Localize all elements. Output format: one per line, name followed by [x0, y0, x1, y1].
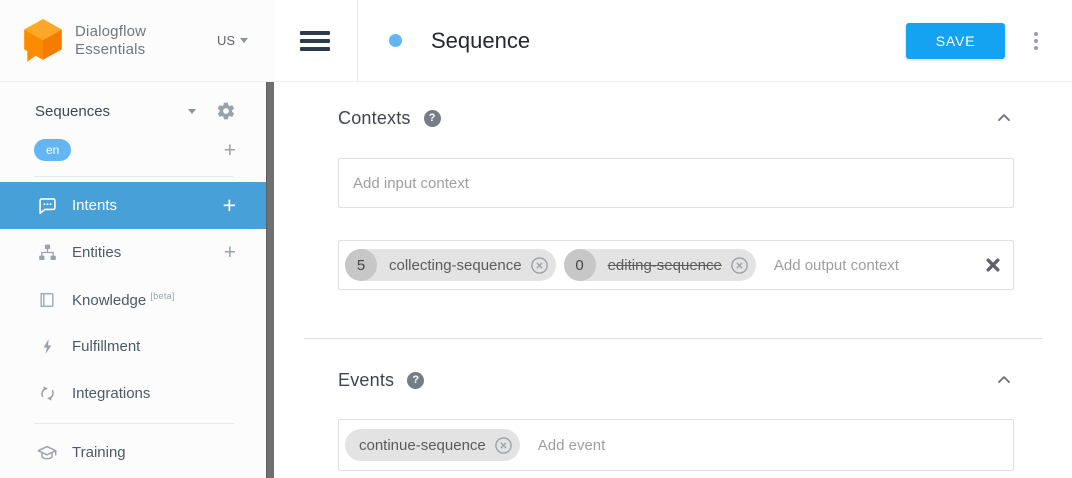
logo-subtitle: Essentials: [75, 40, 146, 58]
entities-tree-icon: [36, 242, 58, 264]
logo-title: Dialogflow: [75, 22, 147, 40]
contexts-section-header: Contexts ?: [338, 105, 1014, 131]
contexts-collapse-icon[interactable]: [994, 108, 1014, 128]
sidebar-item-label: Fulfillment: [72, 338, 141, 355]
region-selector[interactable]: US: [217, 33, 248, 48]
chat-bubble-icon: [36, 195, 58, 217]
event-chip[interactable]: continue-sequence: [345, 429, 520, 461]
sidebar-item-fulfillment[interactable]: Fulfillment: [0, 323, 274, 370]
events-help-icon[interactable]: ?: [407, 371, 425, 389]
agent-caret-down-icon[interactable]: [188, 108, 196, 114]
sidebar-item-entities[interactable]: Entities +: [0, 229, 274, 276]
events-collapse-icon[interactable]: [994, 370, 1014, 390]
intent-editor: Contexts ? 5 collecting-sequence: [274, 82, 1072, 471]
region-label: US: [216, 33, 235, 48]
remove-chip-icon[interactable]: [494, 436, 513, 455]
output-context-box: 5 collecting-sequence 0 editing-sequence: [338, 240, 1014, 290]
sidebar: Dialogflow Essentials US Sequences en: [0, 0, 274, 478]
sidebar-item-label: Entities: [72, 244, 122, 261]
sidebar-body: Sequences en +: [0, 82, 274, 476]
intent-status-dot: [389, 34, 402, 47]
add-event-field[interactable]: [527, 436, 1013, 454]
lightning-bolt-icon: [36, 336, 58, 358]
language-row: en +: [0, 130, 274, 170]
contexts-title: Contexts: [338, 107, 411, 128]
sidebar-item-intents[interactable]: Intents +: [0, 182, 274, 229]
language-badge[interactable]: en: [34, 139, 72, 161]
lifespan-badge[interactable]: 0: [563, 249, 596, 281]
save-button[interactable]: SAVE: [906, 22, 1005, 59]
remove-chip-icon[interactable]: [530, 256, 549, 275]
header-divider: [357, 0, 358, 82]
sidebar-divider: [34, 176, 234, 177]
caret-down-icon: [240, 38, 248, 43]
output-context-field[interactable]: [763, 256, 977, 274]
input-context-box: [338, 158, 1014, 208]
output-context-chip[interactable]: 0 editing-sequence: [563, 249, 756, 281]
more-options-icon[interactable]: [1030, 28, 1042, 54]
add-entity-icon[interactable]: +: [223, 241, 236, 264]
hamburger-menu-icon[interactable]: [300, 30, 330, 51]
page-title: Sequence: [431, 27, 531, 53]
sidebar-scrollbar[interactable]: [266, 82, 274, 478]
sidebar-divider: [34, 423, 234, 424]
logo-text: Dialogflow Essentials: [75, 23, 146, 59]
agent-selector-row: Sequences: [0, 92, 274, 130]
output-context-chip[interactable]: 5 collecting-sequence: [345, 249, 556, 281]
dialogflow-logo-icon: [24, 18, 62, 62]
sidebar-item-label: Integrations: [72, 385, 151, 402]
book-icon: [36, 289, 58, 311]
sidebar-item-integrations[interactable]: Integrations: [0, 370, 274, 417]
sidebar-item-label: Intents: [72, 197, 118, 214]
sidebar-item-label: Knowledge [beta]: [72, 290, 175, 309]
input-context-field[interactable]: [339, 174, 1013, 192]
agent-name[interactable]: Sequences: [35, 102, 111, 120]
chip-label: continue-sequence: [359, 436, 486, 454]
lifespan-badge[interactable]: 5: [345, 249, 377, 281]
graduation-cap-icon: [36, 442, 58, 464]
sidebar-item-training[interactable]: Training: [0, 429, 274, 476]
events-title: Events: [338, 369, 395, 390]
clear-contexts-icon[interactable]: [985, 257, 1001, 273]
sidebar-header: Dialogflow Essentials US: [0, 0, 274, 82]
events-box: continue-sequence: [338, 419, 1014, 471]
sync-icon: [36, 383, 58, 405]
remove-chip-icon[interactable]: [730, 256, 749, 275]
gear-icon[interactable]: [216, 101, 236, 121]
contexts-help-icon[interactable]: ?: [423, 109, 441, 127]
main-header: Sequence SAVE: [274, 0, 1072, 82]
add-language-icon[interactable]: +: [223, 138, 236, 162]
section-divider: [304, 338, 1043, 339]
events-section-header: Events ?: [338, 367, 1014, 393]
beta-badge: [beta]: [150, 290, 175, 301]
add-intent-icon[interactable]: +: [222, 192, 236, 218]
chip-label: collecting-sequence: [389, 256, 522, 274]
main-panel: Sequence SAVE Contexts ? 5: [274, 0, 1072, 478]
sidebar-item-knowledge[interactable]: Knowledge [beta]: [0, 276, 274, 323]
sidebar-item-label: Training: [72, 444, 126, 461]
chip-label: editing-sequence: [607, 256, 722, 274]
